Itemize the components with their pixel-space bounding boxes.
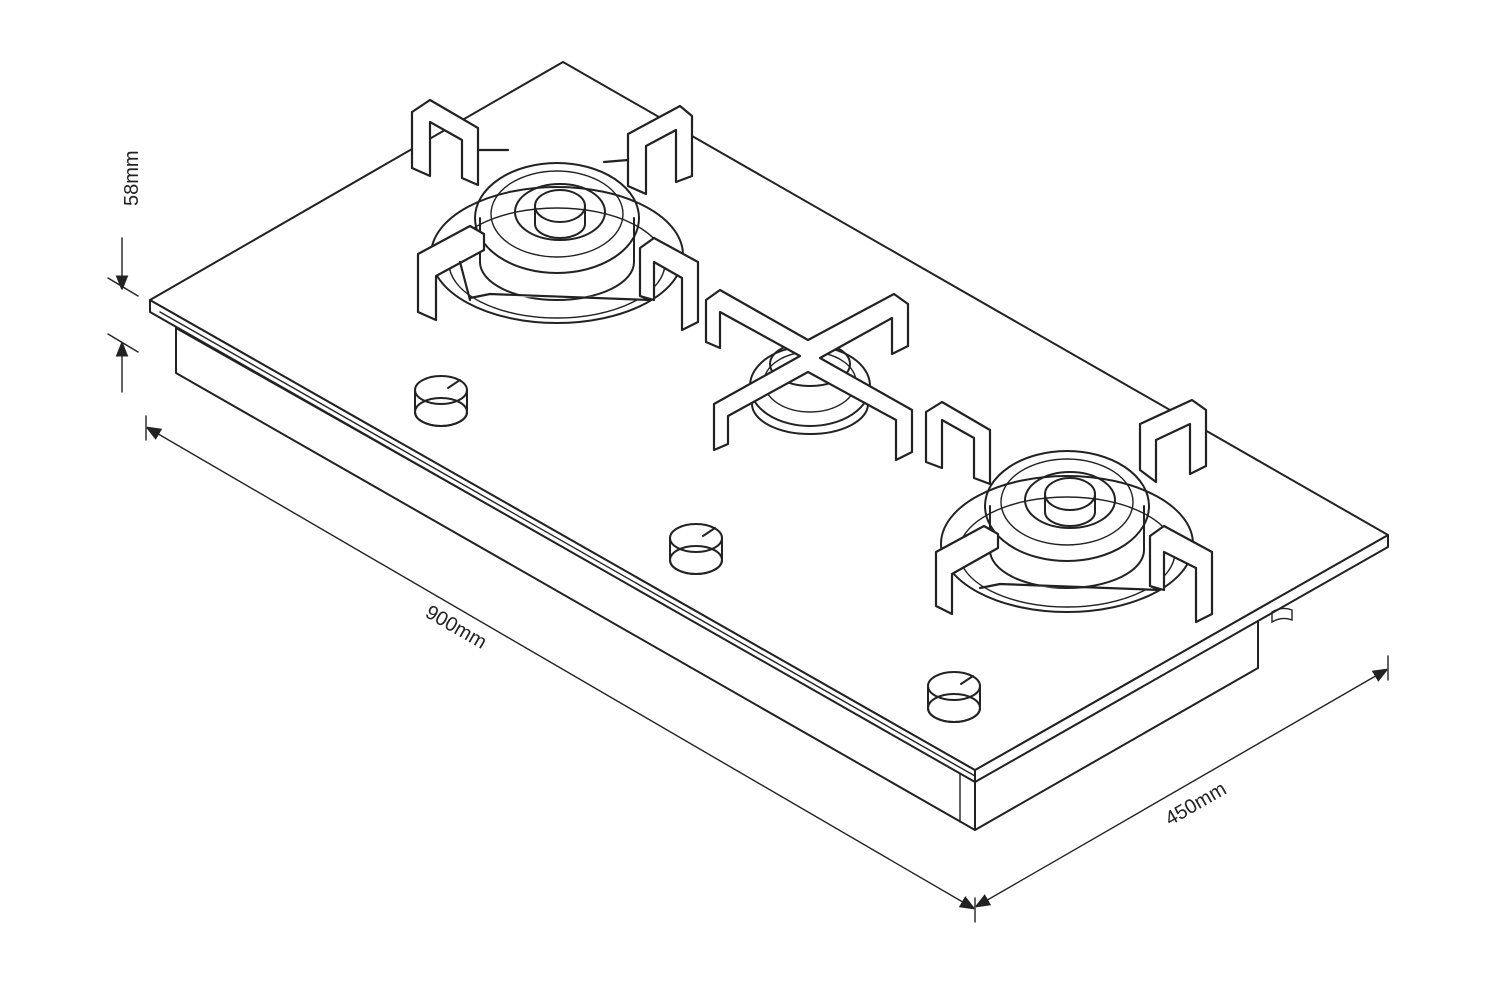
left-burner: [410, 98, 700, 332]
height-label: 58mm: [121, 150, 143, 206]
height-dimension: 58mm: [107, 150, 143, 393]
knob-1: [414, 375, 468, 427]
depth-label: 450mm: [1162, 778, 1231, 830]
width-label: 900mm: [422, 601, 491, 653]
